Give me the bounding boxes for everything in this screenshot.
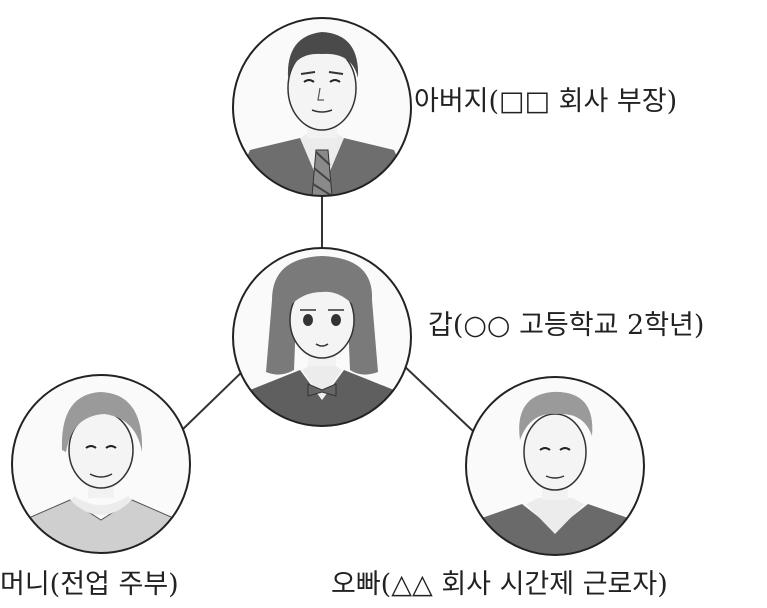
father-portrait bbox=[232, 17, 412, 197]
self-label: 갑(○○ 고등학교 2학년) bbox=[428, 310, 705, 341]
brother-portrait bbox=[465, 376, 645, 556]
connector-self-mother bbox=[181, 367, 247, 431]
father-label: 아버지(□□ 회사 부장) bbox=[414, 86, 678, 117]
self-portrait bbox=[232, 247, 412, 427]
brother-label: 오빠(△△ 회사 시간제 근로자) bbox=[331, 569, 668, 600]
connector-self-brother bbox=[401, 363, 475, 433]
mother-portrait bbox=[11, 374, 191, 554]
mother-label: 머니(전업 주부) bbox=[0, 569, 179, 600]
